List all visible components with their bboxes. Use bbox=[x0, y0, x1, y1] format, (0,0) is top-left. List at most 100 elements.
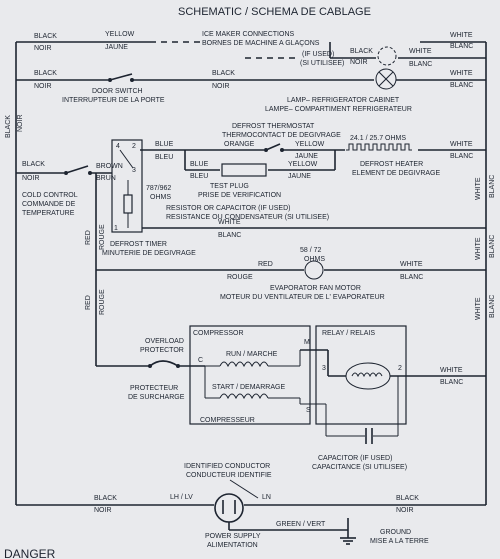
schematic-title: SCHEMATIC / SCHEMA DE CABLAGE bbox=[178, 6, 371, 18]
power-supply-plug-icon bbox=[214, 493, 244, 523]
svg-text:BLANC: BLANC bbox=[409, 61, 432, 68]
svg-text:LH / LV: LH / LV bbox=[170, 494, 193, 501]
svg-text:RESISTOR OR CAPACITOR (IF USED: RESISTOR OR CAPACITOR (IF USED) bbox=[166, 205, 290, 212]
svg-text:BLACK: BLACK bbox=[94, 495, 117, 502]
svg-text:PROTECTOR: PROTECTOR bbox=[140, 347, 184, 354]
danger-label: DANGER bbox=[4, 547, 56, 559]
svg-text:BRUN: BRUN bbox=[96, 175, 116, 182]
svg-text:DE SURCHARGE: DE SURCHARGE bbox=[128, 394, 185, 401]
svg-text:COMPRESSOR: COMPRESSOR bbox=[193, 330, 244, 337]
svg-text:24.1 / 25.7 OHMS: 24.1 / 25.7 OHMS bbox=[350, 135, 406, 142]
svg-text:BLACK: BLACK bbox=[34, 70, 57, 77]
svg-text:BLACK: BLACK bbox=[5, 115, 12, 138]
svg-text:(IF USED): (IF USED) bbox=[302, 51, 334, 58]
timer-motor-icon bbox=[123, 194, 133, 214]
svg-text:DEFROST THERMOSTAT: DEFROST THERMOSTAT bbox=[232, 123, 315, 130]
svg-text:3: 3 bbox=[132, 167, 136, 174]
svg-text:JAUNE: JAUNE bbox=[295, 153, 318, 160]
ice-maker-lamp-icon bbox=[377, 46, 397, 66]
capacitor-icon bbox=[365, 428, 373, 444]
svg-text:ELEMENT DE DEGIVRAGE: ELEMENT DE DEGIVRAGE bbox=[352, 170, 441, 177]
svg-text:COLD CONTROL: COLD CONTROL bbox=[22, 192, 78, 199]
svg-text:WHITE: WHITE bbox=[450, 70, 473, 77]
svg-text:BLANC: BLANC bbox=[489, 295, 496, 318]
svg-text:BORNES DE MACHINE A GLAÇONS: BORNES DE MACHINE A GLAÇONS bbox=[202, 40, 320, 47]
svg-text:ORANGE: ORANGE bbox=[224, 141, 255, 148]
start-winding-icon bbox=[219, 393, 269, 400]
svg-text:LAMPE– COMPARTIMENT REFRIGERAT: LAMPE– COMPARTIMENT REFRIGERATEUR bbox=[265, 106, 412, 113]
evaporator-fan-motor-icon bbox=[304, 260, 324, 280]
svg-text:BLUE: BLUE bbox=[190, 161, 209, 168]
svg-text:BLANC: BLANC bbox=[450, 82, 473, 89]
svg-text:BLACK: BLACK bbox=[34, 33, 57, 40]
svg-text:YELLOW: YELLOW bbox=[295, 141, 325, 148]
svg-text:RED: RED bbox=[85, 230, 92, 245]
svg-text:BLANC: BLANC bbox=[440, 379, 463, 386]
svg-text:1: 1 bbox=[114, 225, 118, 232]
svg-text:OHMS: OHMS bbox=[304, 256, 325, 263]
svg-text:BLANC: BLANC bbox=[218, 232, 241, 239]
svg-text:DEFROST TIMER: DEFROST TIMER bbox=[110, 241, 167, 248]
door-switch-icon bbox=[108, 73, 134, 82]
svg-text:COMMANDE DE: COMMANDE DE bbox=[22, 201, 76, 208]
svg-text:COMPRESSEUR: COMPRESSEUR bbox=[200, 417, 255, 424]
svg-text:WHITE: WHITE bbox=[450, 32, 473, 39]
svg-text:OVERLOAD: OVERLOAD bbox=[145, 338, 184, 345]
svg-text:BLANC: BLANC bbox=[450, 43, 473, 50]
svg-text:RUN / MARCHE: RUN / MARCHE bbox=[226, 351, 278, 358]
svg-text:BLEU: BLEU bbox=[155, 154, 173, 161]
svg-text:WHITE: WHITE bbox=[218, 219, 241, 226]
svg-text:WHITE: WHITE bbox=[475, 177, 482, 200]
svg-text:2: 2 bbox=[132, 143, 136, 150]
cold-control-switch-icon bbox=[64, 165, 92, 175]
svg-text:GREEN / VERT: GREEN / VERT bbox=[276, 521, 326, 528]
svg-text:BLACK: BLACK bbox=[350, 48, 373, 55]
svg-text:POWER SUPPLY: POWER SUPPLY bbox=[205, 533, 261, 540]
svg-text:NOIR: NOIR bbox=[94, 507, 112, 514]
defrost-timer-box bbox=[111, 139, 143, 233]
svg-text:787/962: 787/962 bbox=[146, 185, 171, 192]
svg-text:BLANC: BLANC bbox=[450, 153, 473, 160]
svg-text:BLANC: BLANC bbox=[489, 175, 496, 198]
svg-text:RESISTANCE OU CONDENSATEUR (SI: RESISTANCE OU CONDENSATEUR (SI UTILISEE) bbox=[166, 214, 329, 221]
svg-text:ALIMENTATION: ALIMENTATION bbox=[207, 542, 258, 549]
svg-text:MOTEUR DU VENTILATEUR DE L' EV: MOTEUR DU VENTILATEUR DE L' EVAPORATEUR bbox=[220, 294, 385, 301]
svg-text:EVAPORATOR FAN MOTOR: EVAPORATOR FAN MOTOR bbox=[270, 285, 361, 292]
svg-text:THERMOCONTACT DE DEGIVRAGE: THERMOCONTACT DE DEGIVRAGE bbox=[222, 132, 341, 139]
svg-text:DOOR SWITCH: DOOR SWITCH bbox=[92, 88, 143, 95]
svg-text:MINUTERIE DE DEGIVRAGE: MINUTERIE DE DEGIVRAGE bbox=[102, 250, 196, 257]
svg-text:LAMP– REFRIGERATOR CABINET: LAMP– REFRIGERATOR CABINET bbox=[287, 97, 400, 104]
svg-text:TEMPERATURE: TEMPERATURE bbox=[22, 210, 75, 217]
svg-text:M: M bbox=[304, 339, 310, 346]
svg-text:CONDUCTEUR IDENTIFIE: CONDUCTEUR IDENTIFIE bbox=[186, 472, 272, 479]
svg-text:MISE A LA TERRE: MISE A LA TERRE bbox=[370, 538, 429, 545]
defrost-heater-icon bbox=[346, 143, 412, 151]
svg-text:C: C bbox=[198, 357, 203, 364]
svg-text:GROUND: GROUND bbox=[380, 529, 411, 536]
svg-text:WHITE: WHITE bbox=[475, 297, 482, 320]
svg-text:BLUE: BLUE bbox=[155, 141, 174, 148]
svg-text:ICE MAKER CONNECTIONS: ICE MAKER CONNECTIONS bbox=[202, 31, 295, 38]
svg-text:NOIR: NOIR bbox=[34, 45, 52, 52]
svg-text:NOIR: NOIR bbox=[17, 115, 24, 133]
svg-text:RED: RED bbox=[258, 261, 273, 268]
svg-text:BROWN: BROWN bbox=[96, 163, 123, 170]
compressor-box bbox=[189, 325, 311, 425]
svg-text:YELLOW: YELLOW bbox=[288, 161, 318, 168]
relay-box bbox=[315, 325, 407, 425]
cabinet-lamp-icon bbox=[375, 68, 397, 90]
svg-text:IDENTIFIED CONDUCTOR: IDENTIFIED CONDUCTOR bbox=[184, 463, 270, 470]
ground-icon bbox=[340, 518, 356, 545]
svg-text:NOIR: NOIR bbox=[22, 175, 40, 182]
svg-text:WHITE: WHITE bbox=[450, 141, 473, 148]
overload-protector-icon bbox=[148, 360, 180, 368]
svg-text:BLANC: BLANC bbox=[400, 274, 423, 281]
svg-text:58 / 72: 58 / 72 bbox=[300, 247, 322, 254]
svg-text:NOIR: NOIR bbox=[396, 507, 414, 514]
svg-text:WHITE: WHITE bbox=[440, 367, 463, 374]
svg-text:BLACK: BLACK bbox=[396, 495, 419, 502]
svg-text:ROUGE: ROUGE bbox=[99, 289, 106, 315]
defrost-thermostat-icon bbox=[264, 143, 284, 152]
svg-text:LN: LN bbox=[262, 494, 271, 501]
